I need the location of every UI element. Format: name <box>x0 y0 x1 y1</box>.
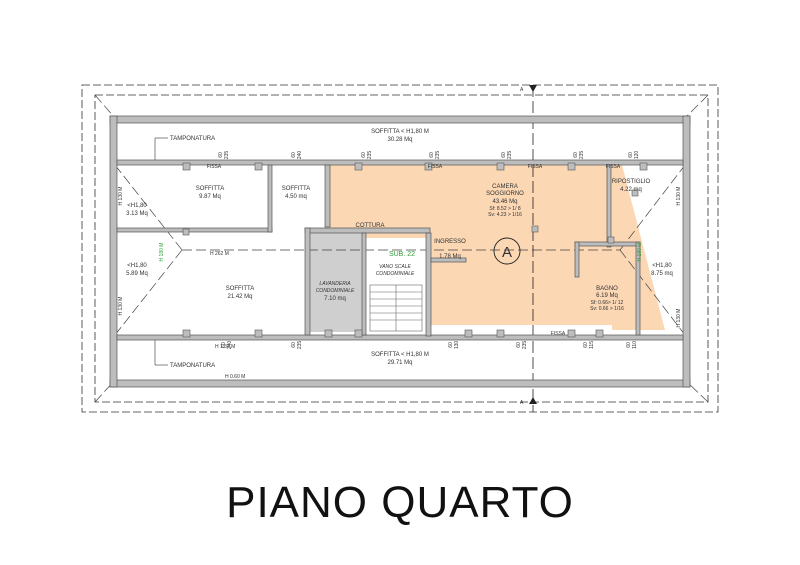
tamponatura-top: TAMPONATURA <box>170 136 215 142</box>
tamponatura-bottom: TAMPONATURA <box>170 363 215 369</box>
window-dimension-label: 60130 <box>448 341 460 350</box>
roof-hips <box>94 94 709 403</box>
window-dimension-label: 60235 <box>361 151 373 160</box>
h130-right-top: H 130 M <box>676 187 682 206</box>
h130-left-bottom: H 130 M <box>118 297 124 316</box>
bagno-name: BAGNO <box>596 286 618 292</box>
lavanderia-area: 7.10 mq <box>324 296 346 302</box>
soffitta-top-area: 30.28 Mq <box>387 137 412 143</box>
vano-scale-name2: CONDOMINIALE <box>376 271 415 277</box>
window-dimension-label: 60115 <box>583 341 595 349</box>
stairs <box>369 284 423 332</box>
h130-left-top: H 130 M <box>118 187 124 206</box>
page-title: PIANO QUARTO <box>226 478 574 527</box>
section-mark-circle <box>493 237 521 265</box>
window-dimension-label: 60235 <box>218 151 230 160</box>
condo-lavanderia-zone <box>308 232 365 332</box>
soffitta-2-area: 4.50 mq <box>285 194 307 200</box>
section-arrow-top-label: A <box>520 87 524 93</box>
camera-name2: SOGGIORNO <box>486 191 524 197</box>
ripostiglio-area: 4.22 mq <box>620 187 642 193</box>
left-top-area: 3.13 Mq <box>126 211 148 217</box>
camera-area: 43.46 Mq <box>492 199 517 205</box>
window-dimension-label: 60235 <box>573 151 585 160</box>
bagno-ratio2: Sv: 0.66 > 1/16 <box>590 306 624 312</box>
cottura-label: COTTURA <box>356 223 385 229</box>
bagno-ratio1: Sf: 0.66> 1/ 12 <box>591 300 624 306</box>
h180-right: H 180 M <box>637 243 643 262</box>
soffitta-bottom-area: 29.71 Mq <box>387 360 412 366</box>
pillars <box>182 162 648 338</box>
window-dimension-label: 60235 <box>429 151 441 160</box>
left-top-name: <H1,80 <box>127 203 147 209</box>
window-dimension-label: 60240 <box>221 341 233 350</box>
bagno-area: 6.19 Mq <box>596 293 618 299</box>
soffitta-1-name: SOFFITTA <box>196 186 225 192</box>
camera-ratio1: Sf: 8.52 > 1/ 8 <box>489 206 520 212</box>
sub-label: SUB. 22 <box>389 251 415 258</box>
right-mid-area: 8.75 mq <box>651 271 673 277</box>
h060-label: H 0.60 M <box>225 374 245 380</box>
h130-right-bottom: H 130 M <box>676 309 682 328</box>
left-mid-area: 5.89 Mq <box>126 271 148 277</box>
section-arrow-top-icon <box>529 85 537 92</box>
soffitta-bottom-name: SOFFITTA < H1,80 M <box>371 352 429 358</box>
h134-label: H 1.34 M <box>215 344 235 350</box>
fissa-2: FISSA <box>428 164 443 170</box>
soffitta-1-area: 9.87 Mq <box>199 194 221 200</box>
walls <box>109 115 691 388</box>
camera-ratio2: Sv: 4.23 > 1/16 <box>488 212 522 218</box>
window-labels-top: 60235 60240 60235 60235 60235 60235 60120 <box>218 151 640 160</box>
ripostiglio-name: RIPOSTIGLIO <box>612 179 651 185</box>
section-arrow-bottom-icon <box>529 397 537 404</box>
lavanderia-name: LAVANDERIA <box>319 281 351 287</box>
window-dimension-label: 60240 <box>291 151 303 160</box>
ingresso-area: 1.78 Mq <box>439 254 461 260</box>
lavanderia-name2: CONDOMINIALE <box>316 288 355 294</box>
window-dimension-label: 60235 <box>501 151 513 160</box>
fissa-3: FISSA <box>528 164 543 170</box>
soffitta-2-name: SOFFITTA <box>282 186 311 192</box>
soffitta-top-name: SOFFITTA < H1,80 M <box>371 129 429 135</box>
section-mark: A <box>502 244 512 261</box>
window-dimension-label: 60110 <box>626 341 638 349</box>
h262-label: H 262 M <box>210 251 229 257</box>
apartment-zone <box>330 165 612 325</box>
fissa-4: FISSA <box>606 164 621 170</box>
window-dimension-label: 60120 <box>628 151 640 160</box>
camera-name: CAMERA <box>492 184 518 190</box>
section-arrow-bottom-label: A <box>520 400 524 406</box>
soffitta-3-name: SOFFITTA <box>226 286 255 292</box>
vano-scale-name: VANO SCALE <box>379 264 411 270</box>
fissa-1: FISSA <box>207 164 222 170</box>
window-labels-bottom: 60240 60235 60130 60235 60115 60110 <box>221 341 638 350</box>
ingresso-name: INGRESSO <box>434 239 466 245</box>
h180-left: H 180 M <box>159 243 165 262</box>
right-mid-name: <H1,80 <box>652 263 672 269</box>
soffitta-3-area: 21.42 Mq <box>227 294 252 300</box>
window-dimension-label: 60235 <box>291 341 303 350</box>
left-mid-name: <H1,80 <box>127 263 147 269</box>
window-dimension-label: 60235 <box>516 341 528 350</box>
fissa-5: FISSA <box>551 331 566 337</box>
